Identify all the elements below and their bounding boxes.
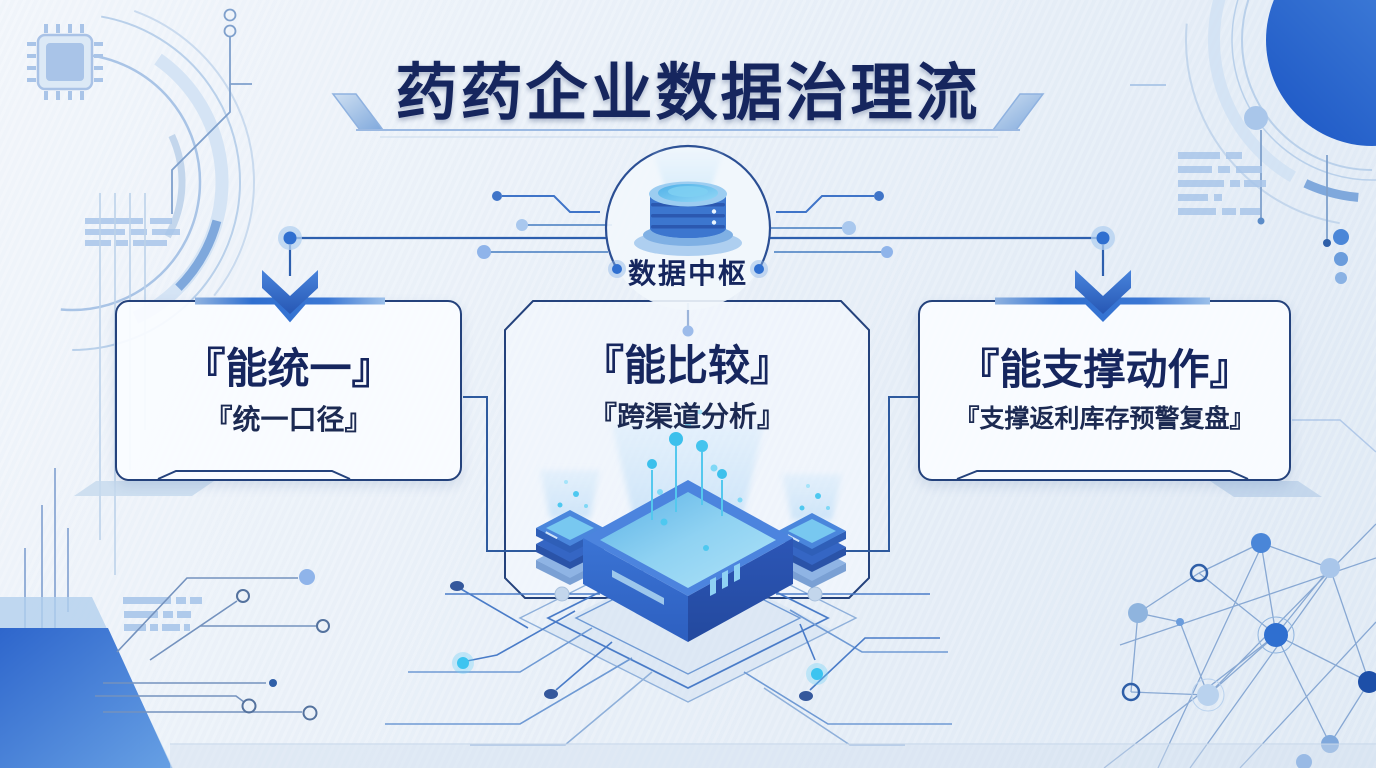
mini-chip-right <box>778 513 846 588</box>
hub-light-beam <box>652 150 724 190</box>
hub-stub-circuits <box>477 191 893 259</box>
chip-pins <box>710 563 740 596</box>
card-shadow-right <box>1210 481 1322 497</box>
circuit-diamond-rings <box>518 533 858 703</box>
radiating-traces <box>385 588 952 746</box>
mini-chip-left <box>536 510 604 585</box>
redacted-text-bars-topleft <box>85 218 180 246</box>
hub-label: 数据中枢 <box>627 258 748 289</box>
circuit-traces-bottomleft <box>95 569 330 721</box>
bottom-band <box>170 743 1376 768</box>
card-compare: 『能比较』 『跨渠道分析』 <box>505 301 869 495</box>
chip-slot <box>612 570 664 605</box>
network-graph <box>1103 523 1376 768</box>
card-action: 『能支撑动作』 『支撑返利库存预警复盘』 <box>918 300 1291 481</box>
card-action-subtitle: 『支撑返利库存预警复盘』 <box>954 405 1255 433</box>
connector-node-left <box>278 226 302 250</box>
card-unify-subtitle: 『统一口径』 <box>204 403 373 435</box>
card-compare-subtitle: 『跨渠道分析』 <box>588 401 785 432</box>
card-unify-heading: 『能统一』 <box>183 344 394 392</box>
card-action-heading: 『能支撑动作』 <box>957 346 1252 393</box>
redacted-text-bars-topright <box>1178 152 1266 215</box>
connector-node-right <box>1091 226 1115 250</box>
trace-terminals <box>450 581 828 701</box>
database-icon <box>634 181 742 256</box>
page-title: 药药企业数据治理流 <box>395 59 981 128</box>
vertical-trace-lines-bottomleft <box>24 468 69 658</box>
main-chip <box>583 480 793 642</box>
card-shadow-left <box>74 481 214 496</box>
chip-ground-slab <box>543 558 833 702</box>
card-unify: 『能统一』 『统一口径』 <box>115 300 462 481</box>
redacted-text-bars-bottomleft <box>123 597 202 631</box>
card-compare-heading: 『能比较』 <box>581 342 792 389</box>
right-edge-trace <box>1292 419 1376 453</box>
circuit-wedge-bottomleft <box>0 597 173 768</box>
